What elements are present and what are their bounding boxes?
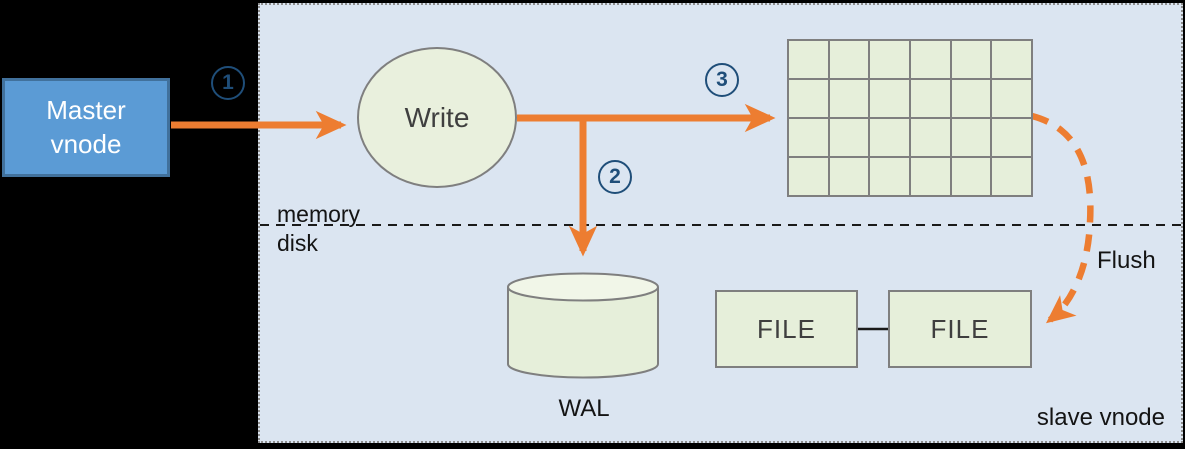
disk-label: disk	[277, 230, 318, 256]
file-box-2: FILE	[888, 290, 1032, 368]
memtable-cell	[991, 157, 1032, 196]
memtable-cell	[910, 157, 951, 196]
master-vnode-box: Master vnode	[2, 78, 170, 177]
memtable-cell	[950, 157, 992, 196]
step-2-badge: 2	[598, 160, 632, 194]
memtable-cell	[788, 118, 829, 157]
step-3-badge: 3	[705, 63, 739, 97]
memtable-cell	[828, 79, 870, 118]
memtable-cell	[950, 40, 992, 79]
file-box-1-label: FILE	[757, 313, 816, 344]
memtable-cell	[828, 118, 870, 157]
memtable-cell	[950, 79, 992, 118]
flush-label: Flush	[1097, 247, 1156, 274]
memtable-cell	[828, 157, 870, 196]
memtable-cell	[910, 40, 951, 79]
step-1-badge: 1	[211, 66, 245, 100]
memtable-cell	[869, 118, 910, 157]
memtable-cell	[828, 40, 870, 79]
write-node-label: Write	[404, 101, 470, 133]
memtable-cell	[991, 79, 1032, 118]
memtable-cell	[869, 79, 910, 118]
master-vnode-label-line1: Master	[46, 95, 126, 126]
memtable-cell	[910, 118, 951, 157]
step-2-number: 2	[609, 165, 621, 188]
write-node: Write	[357, 47, 517, 188]
memtable-cell	[788, 40, 829, 79]
memtable-cell	[991, 40, 1032, 79]
step-1-number: 1	[222, 71, 234, 94]
memtable-cell	[869, 157, 910, 196]
step-3-number: 3	[716, 68, 728, 91]
memtable-cell	[788, 157, 829, 196]
master-vnode-label-line2: vnode	[50, 128, 122, 159]
memtable-cell	[869, 40, 910, 79]
wal-label: WAL	[558, 395, 610, 422]
memtable-grid	[787, 39, 1033, 197]
memtable-cell	[910, 79, 951, 118]
memory-label: memory	[277, 201, 361, 227]
memtable-cell	[991, 118, 1032, 157]
file-box-1: FILE	[715, 290, 858, 368]
file-box-2-label: FILE	[930, 313, 990, 344]
memtable-cell	[950, 118, 992, 157]
memtable-cell	[788, 79, 829, 118]
slave-vnode-label: slave vnode	[1036, 404, 1165, 431]
